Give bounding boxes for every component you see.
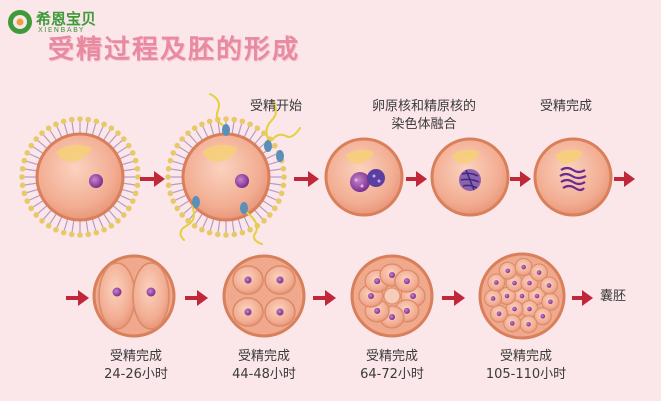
arrow — [442, 290, 465, 306]
chromosomes — [559, 166, 587, 192]
label-blastocyst: 囊胚 — [600, 289, 627, 304]
zygote-stage — [533, 137, 613, 217]
arrow — [66, 290, 89, 306]
nucleus — [235, 174, 249, 188]
logo-name: 希恩宝贝 — [36, 10, 97, 28]
chromosomes — [460, 169, 480, 191]
arrow — [294, 171, 319, 187]
arrow — [510, 171, 531, 187]
label-time: 24-26小时 — [104, 367, 168, 382]
label-two-cell: 受精完成 24-26小时 — [96, 348, 176, 384]
logo: 希恩宝贝 XIENBABY — [6, 6, 126, 40]
corona-radiata — [165, 116, 287, 238]
morula-embryo — [478, 252, 566, 340]
label-line: 受精完成 — [109, 349, 162, 364]
label-fertilization-complete: 受精完成 — [540, 99, 593, 114]
arrow — [140, 171, 165, 187]
label-four-cell: 受精完成 44-48小时 — [224, 348, 304, 384]
corona-radiata — [19, 116, 141, 238]
label-line: 受精完成 — [237, 349, 290, 364]
arrow — [572, 290, 593, 306]
female-pronucleus — [367, 169, 385, 187]
label-time: 64-72小时 — [360, 367, 424, 382]
nucleus — [89, 174, 103, 188]
chromosome-fusion-stage — [430, 137, 510, 217]
male-pronucleus — [350, 172, 370, 192]
label-morula: 受精完成 105-110小时 — [478, 348, 574, 384]
label-line: 受精完成 — [365, 349, 418, 364]
label-time: 44-48小时 — [232, 367, 296, 382]
label-line: 卵原核和精原核的 — [372, 99, 477, 114]
eight-cell-embryo — [350, 254, 434, 338]
sperm-icon — [179, 93, 301, 245]
label-time: 105-110小时 — [485, 367, 567, 382]
logo-subtitle: XIENBABY — [38, 26, 85, 34]
arrow — [614, 171, 635, 187]
oocyte-stage — [19, 116, 141, 238]
four-cell-embryo — [222, 254, 306, 338]
blastomeres — [484, 258, 560, 334]
arrow — [406, 171, 427, 187]
logo-icon — [8, 10, 32, 34]
label-line: 受精完成 — [499, 349, 552, 364]
label-chromosome-fusion: 卵原核和精原核的 染色体融合 — [372, 98, 476, 134]
label-sperm-entry: 受精开始 — [250, 99, 303, 114]
two-cell-embryo — [92, 254, 176, 338]
label-line: 染色体融合 — [391, 117, 457, 132]
blastomeres — [358, 263, 426, 329]
arrow — [185, 290, 208, 306]
label-eight-cell: 受精完成 64-72小时 — [352, 348, 432, 384]
sperm-entry-stage — [165, 93, 301, 245]
pronuclei-stage — [324, 137, 404, 217]
arrow — [313, 290, 336, 306]
page-title: 受精过程及胚的形成 — [48, 35, 301, 65]
